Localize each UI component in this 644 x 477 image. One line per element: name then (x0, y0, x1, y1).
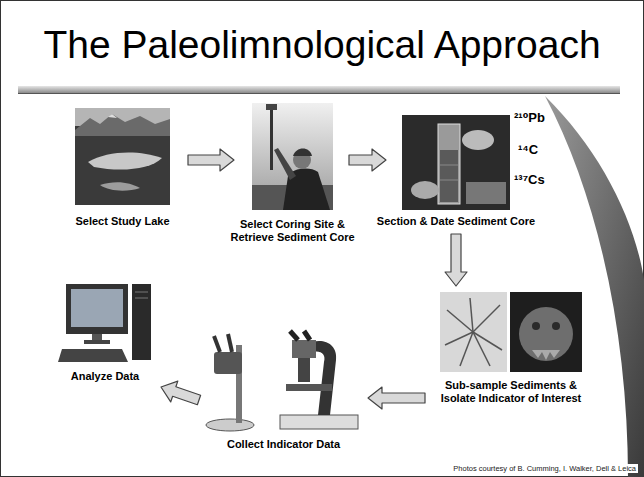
scope-head (292, 340, 316, 358)
title-bar (18, 86, 620, 93)
chironomid-photo (510, 292, 582, 372)
monitor-base (84, 340, 110, 344)
photo-ground (510, 292, 582, 372)
eyepiece (304, 331, 310, 340)
photo-ground (440, 292, 507, 372)
sediment (440, 150, 458, 202)
swoosh-wedge (545, 96, 644, 477)
eye (552, 322, 560, 330)
step-caption: Select Coring Site & Retrieve Sediment C… (223, 218, 363, 244)
corer-pole (270, 106, 273, 170)
drive-bay (135, 298, 148, 299)
keyboard (58, 349, 128, 362)
monitor (66, 284, 128, 334)
slide-title: The Paleolimnological Approach (0, 22, 644, 67)
step-caption: Section & Date Sediment Core (366, 215, 546, 228)
person-hair (293, 149, 312, 157)
drive-bay (135, 292, 148, 293)
diatom-photo (440, 292, 507, 372)
stereo-head (214, 352, 242, 374)
pond (100, 182, 140, 191)
hand (462, 130, 494, 150)
step-caption: Sub-sample Sediments & Isolate Indicator… (431, 379, 591, 405)
scope-base (280, 415, 358, 429)
needle (470, 298, 473, 332)
title-bar-edge (18, 93, 620, 94)
monitor-stand (92, 334, 102, 340)
sediment-core (438, 124, 460, 204)
stereo-base (206, 419, 254, 431)
eyepiece (290, 331, 298, 340)
step-caption: Analyze Data (55, 370, 155, 383)
needle (447, 310, 473, 332)
corer-top (266, 104, 277, 110)
block-arrow (445, 234, 467, 286)
isotope-label: ¹⁴C (518, 142, 538, 157)
sediment-band (440, 165, 458, 166)
step-node: Analyze Data (58, 282, 152, 365)
objective (298, 356, 310, 382)
isotope-label: ¹³⁷Cs (514, 172, 545, 187)
mountains (75, 114, 170, 136)
step-node: Sub-sample Sediments & Isolate Indicator… (440, 292, 582, 372)
needle (473, 332, 490, 366)
head-capsule (519, 307, 573, 361)
person-arm (274, 148, 296, 180)
photo-credit: Photos courtesy of B. Cumming, I. Walker… (451, 464, 638, 473)
snow (108, 114, 117, 118)
block-arrow (368, 387, 425, 409)
eye (532, 322, 540, 330)
step-caption: Collect Indicator Data (209, 438, 359, 451)
sediment-band (440, 180, 458, 181)
eyepiece (228, 334, 232, 352)
step-node: Section & Date Sediment Core (402, 115, 510, 210)
isotope-label: ²¹⁰Pb (514, 110, 545, 125)
tray (466, 182, 506, 204)
photo-sky (252, 103, 333, 210)
needle (473, 305, 500, 332)
block-arrow (161, 381, 201, 405)
coring-photo (252, 103, 333, 210)
computer-photo (58, 284, 151, 362)
photo-ground (75, 108, 170, 205)
eyepiece (214, 336, 220, 352)
scope-stage (286, 384, 332, 391)
tower (132, 284, 151, 360)
core-photo (402, 115, 510, 210)
photo-ground (402, 115, 510, 210)
step-node: Collect Indicator Data (205, 330, 362, 432)
block-arrow (349, 149, 386, 171)
lake (88, 152, 162, 169)
diatom-needles (445, 298, 502, 366)
hand (411, 181, 439, 199)
step-node: Select Coring Site & Retrieve Sediment C… (252, 103, 333, 210)
needle (460, 332, 473, 366)
block-arrow (188, 149, 234, 171)
microscope-photo (206, 331, 358, 431)
mentum (532, 350, 560, 360)
step-caption: Select Study Lake (63, 215, 183, 228)
screen (71, 289, 123, 327)
step-node: Select Study Lake (75, 108, 170, 205)
lake-photo (75, 108, 170, 205)
